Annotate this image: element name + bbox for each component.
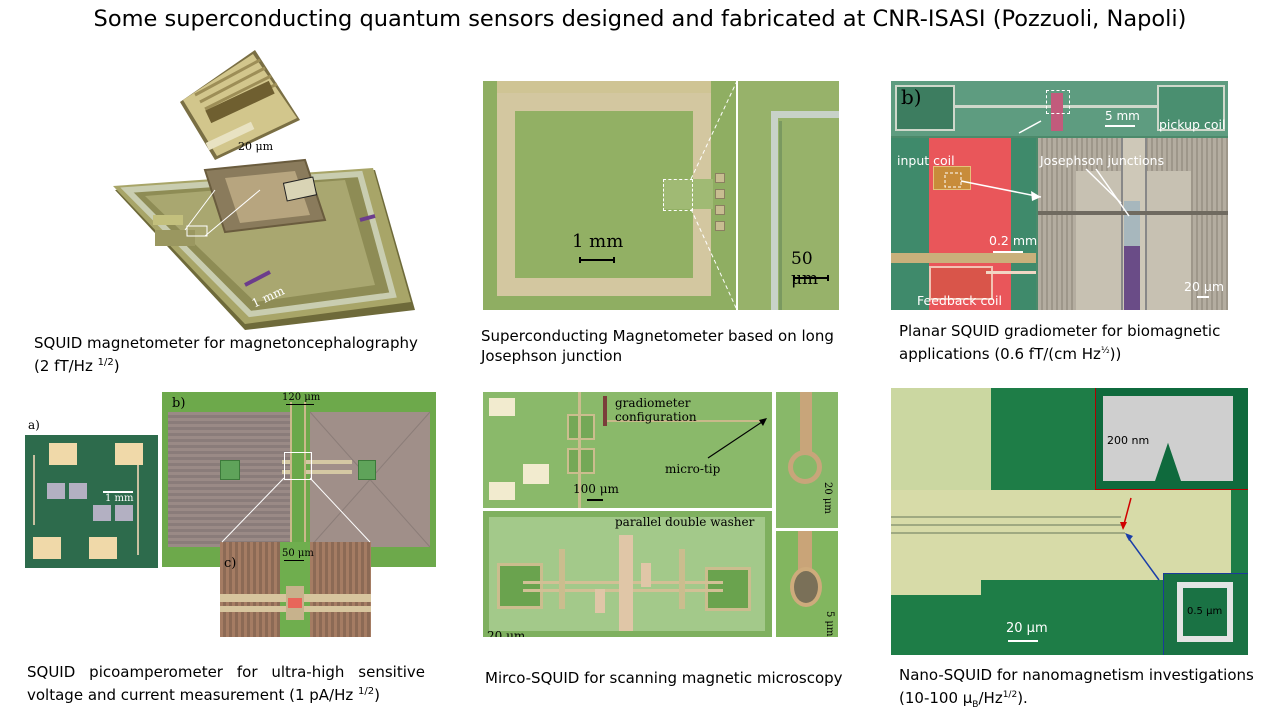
ljj-scale-label-1mm: 1 mm [572,231,624,252]
grad-input-coil-label: input coil [897,153,955,168]
grad-20um-label: 20 μm [1184,279,1225,294]
pico-1mm-label: 1 mm [105,493,134,504]
micro-tip-label: micro-tip [665,462,721,476]
nano-squid-image: 200 nm 0.5 μm 20 μm [891,388,1248,655]
grad-02mm-label: 0.2 mm [989,233,1038,248]
micro-squid-loop-image: 5 μm [776,531,838,637]
caption-nano-squid: Nano-SQUID for nanomagnetism investigati… [899,666,1254,710]
grad-5mm-label: 5 mm [1105,109,1140,123]
micro-squid-gradiometer-image: gradiometer configuration micro-tip 100 … [483,392,772,508]
picoamperometer-chip-image: 1 mm [25,435,158,568]
picoamperometer-washer-image: b) 120 μm [162,392,436,567]
mag-zoom-scale-label: 20 μm [238,140,274,153]
pico-panel-a-label: a) [28,418,40,432]
pico-120um-label: 120 μm [282,392,321,403]
micro-squid-tip-image: 20 μm [776,392,838,528]
pico-50um-label: 50 μm [282,548,314,559]
caption-squid-magnetometer: SQUID magnetometer for magnetoncephalogr… [34,334,418,375]
squid-magnetometer-image: 20 μm 1 mm [55,40,415,330]
grad-pickup-coil-label: pickup coil [1159,117,1226,132]
micro-5um-vertical-label: 5 μm [824,611,835,637]
caption-ljj-magnetometer: Superconducting Magnetometer based on lo… [481,327,834,365]
pico-panel-c-label: c) [224,556,237,571]
caption-micro-squid: Mirco-SQUID for scanning magnetic micros… [485,669,843,687]
ljj-scale-bar-50um [793,275,829,281]
micro-gradiometer-config-label: gradiometer configuration [615,396,697,424]
picoamperometer-junction-image: c) 50 μm [220,542,371,637]
ljj-scale-bar-1mm [579,257,615,263]
gradiometer-image: b) 5 mm pickup coil input coil 0.2 mm Fe… [891,81,1228,310]
page-title: Some superconducting quantum sensors des… [93,6,1187,32]
caption-gradiometer: Planar SQUID gradiometer for biomagnetic… [899,322,1221,363]
grad-panel-b-label: b) [901,85,922,109]
ljj-magnetometer-image: 1 mm 50 μm [483,81,839,310]
micro-100um-label: 100 μm [573,482,619,496]
micro-20um-vertical-label: 20 μm [822,482,833,514]
caption-picoamperometer: SQUID picoamperometer for ultra-high sen… [27,663,425,704]
nano-05um-label: 0.5 μm [1187,606,1223,617]
grad-josephson-junctions-label: Josephson junctions [1040,153,1165,168]
micro-20um-label: 20 μm [487,629,526,637]
nano-20um-label: 20 μm [1006,621,1048,636]
ljj-scale-label-50um: 50 μm [791,249,819,289]
nano-200nm-label: 200 nm [1107,434,1150,447]
micro-parallel-washer-label: parallel double washer [615,515,755,529]
pico-panel-b-label: b) [172,396,186,411]
micro-squid-parallel-washer-image: parallel double washer 20 μm [483,511,772,637]
grad-feedback-coil-label: Feedback coil [917,293,1002,308]
